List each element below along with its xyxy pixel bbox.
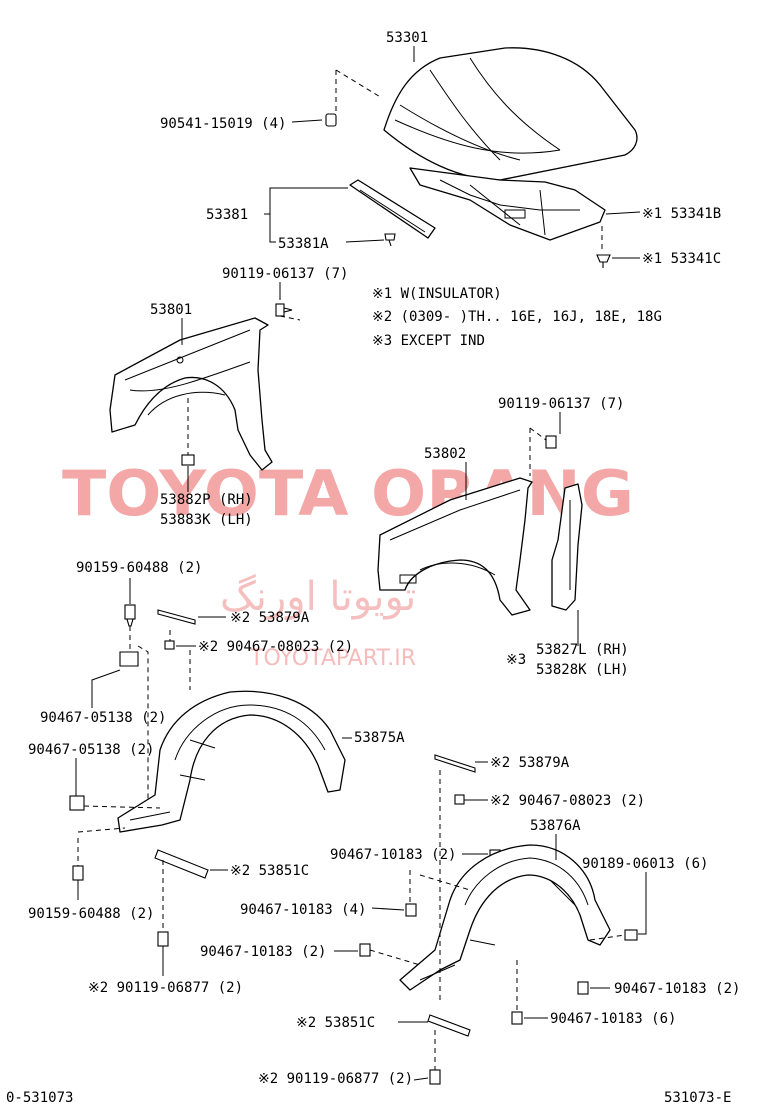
- clip-10183-c-icon: [359, 943, 371, 957]
- label-fender-lh: 53802: [424, 446, 466, 462]
- footer-left-code: 0-531073: [6, 1090, 73, 1106]
- label-fender-bracket-lh: 53883K (LH): [160, 512, 253, 528]
- label-hood: 53301: [386, 30, 428, 46]
- label-seal-828k: 53828K (LH): [536, 662, 629, 678]
- bolt-6877-left-icon: [157, 931, 169, 947]
- label-clip-5138-a: 90467-05138 (2): [40, 710, 166, 726]
- label-screw-left-top: 90159-60488 (2): [76, 560, 202, 576]
- label-screw-left-bottom: 90159-60488 (2): [28, 906, 154, 922]
- label-fender-bolt-top: 90119-06137 (7): [222, 266, 348, 282]
- clip-10183-b-icon: [405, 903, 417, 917]
- label-seal-827l: 53827L (RH): [536, 642, 629, 658]
- bracket-879a-left-icon: [157, 609, 196, 625]
- label-clip-5138-b: 90467-05138 (2): [28, 742, 154, 758]
- note-3: ※3 EXCEPT IND: [372, 333, 485, 349]
- label-liner-lh: 53876A: [530, 818, 581, 834]
- hood-part: [383, 47, 638, 181]
- splash-851c-right-icon: [427, 1014, 471, 1037]
- label-bolt-6877-right: ※2 90119-06877 (2): [258, 1071, 413, 1087]
- label-fender-rh: 53801: [150, 302, 192, 318]
- label-bracket-879a-left: ※2 53879A: [230, 610, 310, 626]
- note-1: ※1 W(INSULATOR): [372, 286, 502, 302]
- screw-left-top-icon: [124, 604, 136, 627]
- clip-10183-e-icon: [511, 1011, 523, 1025]
- bracket-879a-right-icon: [434, 754, 476, 773]
- label-bolt-8023-left: ※2 90467-08023 (2): [198, 639, 353, 655]
- bolt-6877-right-icon: [429, 1069, 441, 1085]
- liner-rh-part: [117, 690, 346, 833]
- label-splash-851c-left: ※2 53851C: [230, 863, 309, 879]
- label-clip-10183-b: 90467-10183 (4): [240, 902, 366, 918]
- label-hood-seal: 53381: [206, 207, 248, 223]
- label-clip-10183-e: 90467-10183 (6): [550, 1011, 676, 1027]
- label-splash-851c-right: ※2 53851C: [296, 1015, 375, 1031]
- label-clip-10183-d: 90467-10183 (2): [614, 981, 740, 997]
- watermark-main: TOYOTA ORANG: [62, 457, 634, 530]
- footer-right-code: 531073-E: [664, 1090, 731, 1106]
- splash-851c-left-icon: [154, 849, 209, 879]
- label-bolt-6877-left: ※2 90119-06877 (2): [88, 980, 243, 996]
- label-fender-bolt-right: 90119-06137 (7): [498, 396, 624, 412]
- fender-bracket-icon: [181, 454, 195, 466]
- label-insulator-clip: ※1 53341C: [642, 251, 721, 267]
- label-seal-note: ※3: [506, 652, 526, 668]
- hood-insulator-part: [409, 167, 606, 241]
- bolt-8023-right-icon: [454, 794, 465, 805]
- fender-rh-part: [109, 317, 273, 471]
- note-2: ※2 (0309- )TH.. 16E, 16J, 18E, 18G: [372, 309, 662, 325]
- label-hood-stopper: 90541-15019 (4): [160, 116, 286, 132]
- label-bracket-879a-right: ※2 53879A: [490, 755, 570, 771]
- clip-5138-a-icon: [119, 651, 139, 667]
- label-hood-seal-a: 53381A: [278, 236, 329, 252]
- fender-lh-part: [377, 477, 533, 616]
- label-insulator: ※1 53341B: [642, 206, 721, 222]
- fender-lh-bolt-icon: [545, 435, 557, 449]
- hood-seal-clip-icon: [384, 233, 396, 247]
- fender-rh-bolt-icon: [275, 303, 293, 317]
- screw-6013-icon: [624, 929, 638, 941]
- liner-lh-part: [399, 844, 611, 991]
- bolt-8023-left-icon: [164, 640, 175, 650]
- label-bolt-8023-right: ※2 90467-08023 (2): [490, 793, 645, 809]
- hood-seal-part: [349, 179, 436, 239]
- insulator-clip-icon: [596, 254, 611, 268]
- label-clip-10183-a: 90467-10183 (2): [330, 847, 456, 863]
- label-fender-bracket-rh: 53882P (RH): [160, 492, 253, 508]
- screw-left-bottom-icon: [72, 865, 84, 881]
- clip-10183-d-icon: [577, 981, 589, 995]
- hood-stopper-icon: [325, 113, 337, 127]
- watermark-url: TOYOTAPART.IR: [249, 646, 416, 671]
- clip-5138-b-icon: [69, 795, 85, 811]
- label-screw-6013: 90189-06013 (6): [582, 856, 708, 872]
- label-liner-rh: 53875A: [354, 730, 405, 746]
- label-clip-10183-c: 90467-10183 (2): [200, 944, 326, 960]
- fender-seal-part: [551, 483, 583, 611]
